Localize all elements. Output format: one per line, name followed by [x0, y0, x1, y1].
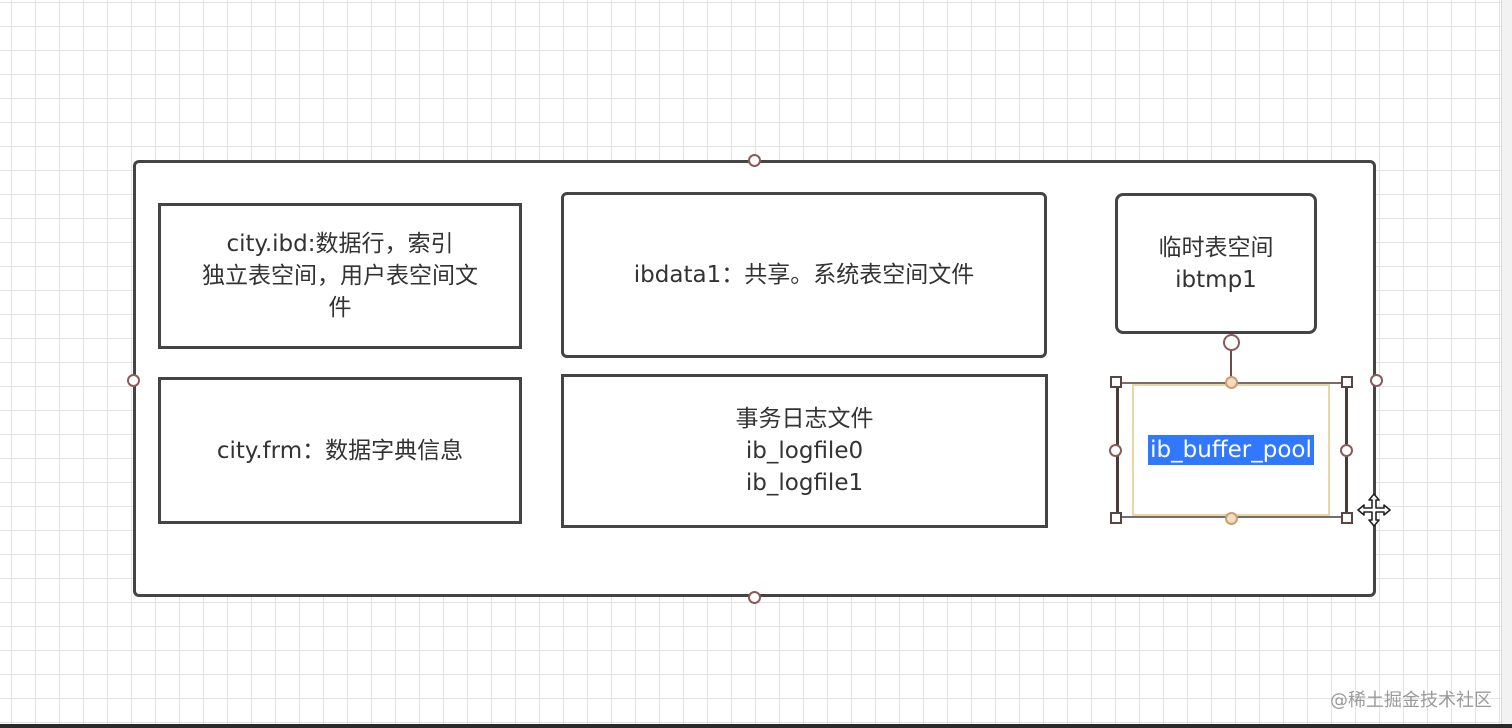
resize-handle-top[interactable] [1225, 376, 1238, 389]
resize-handle-bottom-left[interactable] [1110, 512, 1122, 524]
ibtmp-box[interactable]: 临时表空间 ibtmp1 [1115, 193, 1317, 334]
scrollbar-area[interactable] [1501, 0, 1512, 728]
resize-handle-top-right[interactable] [1341, 376, 1353, 388]
ibtmp-label: 临时表空间 ibtmp1 [1158, 234, 1274, 293]
watermark: @稀土掘金技术社区 [1330, 690, 1492, 711]
bottom-border [0, 724, 1512, 728]
ibd-file-label: city.ibd:数据行，索引 独立表空间，用户表空间文 件 [202, 231, 478, 321]
connection-point-left[interactable] [127, 374, 140, 387]
resize-handle-bottom[interactable] [1225, 512, 1238, 525]
resize-handle-left[interactable] [1109, 444, 1122, 457]
transaction-log-label: 事务日志文件 ib_logfile0 ib_logfile1 [735, 406, 874, 496]
connection-point-top[interactable] [748, 154, 761, 167]
text-edit-area[interactable]: ib_buffer_pool [1132, 384, 1330, 516]
frm-file-label: city.frm：数据字典信息 [216, 437, 464, 464]
resize-handle-right[interactable] [1340, 444, 1353, 457]
frm-file-box[interactable]: city.frm：数据字典信息 [158, 377, 522, 524]
move-cursor-icon [1357, 493, 1391, 527]
ibdata-label: ibdata1：共享。系统表空间文件 [633, 262, 975, 288]
ibdata-box[interactable]: ibdata1：共享。系统表空间文件 [561, 192, 1047, 358]
connection-point-right[interactable] [1370, 374, 1383, 387]
selected-shape-text[interactable]: ib_buffer_pool [1148, 435, 1314, 465]
connection-point-bottom[interactable] [748, 591, 761, 604]
connector-endpoint[interactable] [1223, 334, 1240, 351]
connector-line[interactable] [1230, 343, 1232, 383]
ibd-file-box[interactable]: city.ibd:数据行，索引 独立表空间，用户表空间文 件 [158, 203, 522, 349]
transaction-log-box[interactable]: 事务日志文件 ib_logfile0 ib_logfile1 [561, 374, 1048, 528]
resize-handle-top-left[interactable] [1110, 376, 1122, 388]
resize-handle-bottom-right[interactable] [1341, 512, 1353, 524]
